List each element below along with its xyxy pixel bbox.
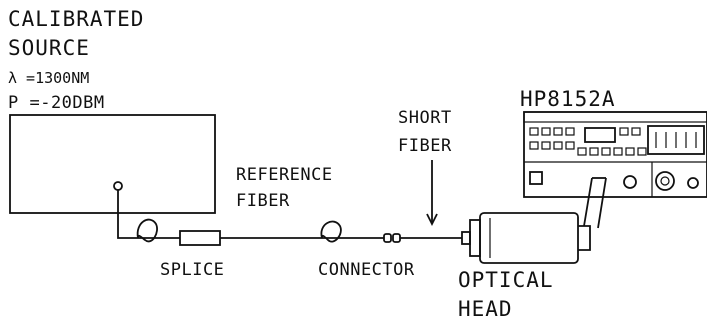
source-fiber-loop (136, 218, 158, 243)
source-output-port (113, 181, 123, 191)
reference-fiber-loop (320, 220, 342, 243)
panel-key (565, 127, 575, 136)
source-wavelength: λ =1300NM (8, 69, 89, 87)
instrument-display-small (584, 127, 616, 143)
panel-key (553, 141, 563, 150)
panel-key (565, 141, 575, 150)
optical-head-collar (469, 219, 481, 257)
optical-head (461, 212, 591, 264)
head-cable-right (597, 177, 607, 229)
panel-key (601, 147, 611, 156)
splice-element (179, 230, 221, 246)
optical-head-cable-boot (578, 225, 591, 251)
instrument-display-main (647, 125, 705, 155)
head-cable-left (583, 177, 593, 227)
panel-key (529, 127, 539, 136)
source-title-line2: SOURCE (8, 36, 90, 60)
source-power: P =-20DBM (8, 93, 105, 113)
panel-key (631, 127, 641, 136)
panel-key (625, 147, 635, 156)
instrument-top-strip (523, 111, 707, 123)
optical-head-body (479, 212, 579, 264)
source-fiber-lead (117, 190, 180, 239)
display-digit-segments (655, 132, 697, 148)
panel-key (577, 147, 587, 156)
panel-key (553, 127, 563, 136)
panel-key (613, 147, 623, 156)
hp8152a-instrument (523, 111, 707, 198)
instrument-input-b (655, 171, 675, 191)
optical-head-input (461, 231, 471, 245)
short-fiber-label-line2: FIBER (398, 136, 452, 156)
instrument-input-a (623, 175, 637, 189)
optical-head-label-line2: HEAD (458, 297, 513, 321)
connector-element-left (383, 233, 392, 243)
panel-key (637, 147, 647, 156)
instrument-port-square (529, 171, 543, 185)
instrument-button-grid (529, 127, 647, 156)
instrument-input-c (687, 177, 699, 189)
instrument-label: HP8152A (520, 87, 616, 111)
source-title-line1: CALIBRATED (8, 7, 144, 31)
panel-key (541, 127, 551, 136)
reference-fiber-label-line1: REFERENCE (236, 165, 333, 185)
optical-head-label-line1: OPTICAL (458, 268, 554, 292)
connector-label: CONNECTOR (318, 260, 415, 280)
short-fiber-arrow-head (426, 213, 438, 227)
panel-key (529, 141, 539, 150)
connector-element-right (392, 233, 401, 243)
short-fiber-label-line1: SHORT (398, 108, 452, 128)
reference-fiber-label-line2: FIBER (236, 191, 290, 211)
panel-key (589, 147, 599, 156)
instrument-input-b-core (660, 176, 670, 186)
panel-key (619, 127, 629, 136)
splice-label: SPLICE (160, 260, 224, 280)
panel-key (541, 141, 551, 150)
calibrated-source-box (9, 114, 216, 214)
